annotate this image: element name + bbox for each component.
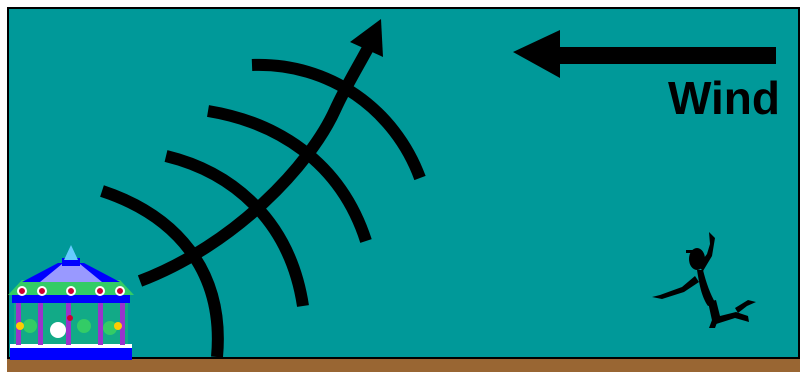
carousel-icon: [8, 245, 134, 360]
wind-arrow-shaft: [558, 47, 776, 64]
carousel-base: [10, 347, 132, 360]
person-left-arm: [652, 276, 699, 299]
person-body: [697, 270, 716, 306]
left-arrow-icon: [513, 30, 560, 78]
wind-label: Wind: [640, 70, 780, 126]
waving-person-icon: [652, 232, 756, 328]
